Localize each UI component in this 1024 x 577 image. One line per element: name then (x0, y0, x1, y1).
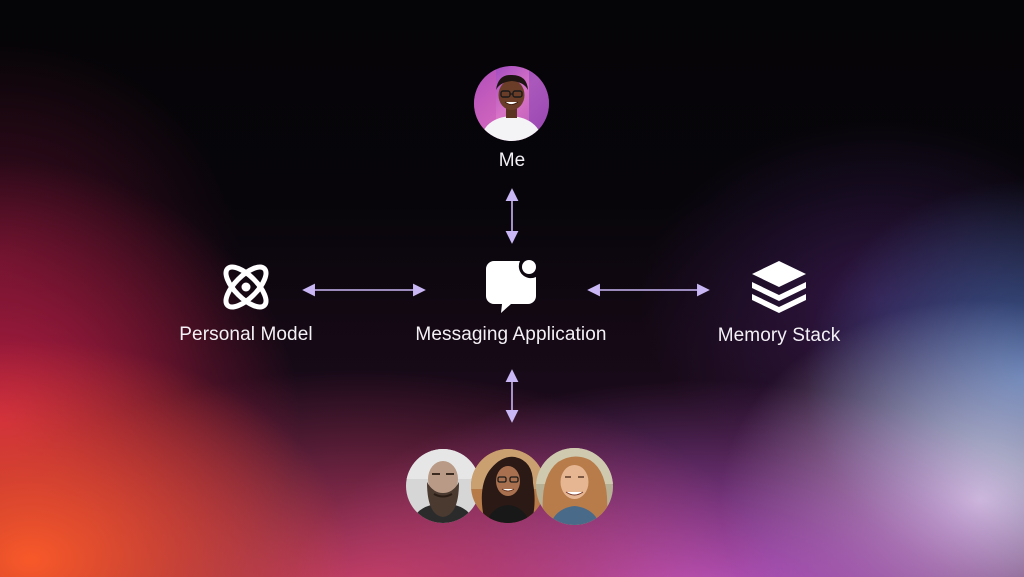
contact-avatar-woman-curly-hair (536, 448, 613, 525)
personal-model-label: Personal Model (179, 324, 313, 345)
memory-stack-label: Memory Stack (717, 325, 841, 346)
me-avatar (474, 66, 549, 141)
layers-stack-icon (750, 259, 808, 317)
messaging-application-label: Messaging Application (415, 324, 607, 345)
atom-icon (217, 258, 275, 316)
contact-avatar-woman-glasses (471, 449, 545, 523)
contact-avatar-bearded-man (406, 449, 480, 523)
me-label: Me (498, 150, 526, 171)
chat-notification-icon (484, 258, 542, 316)
